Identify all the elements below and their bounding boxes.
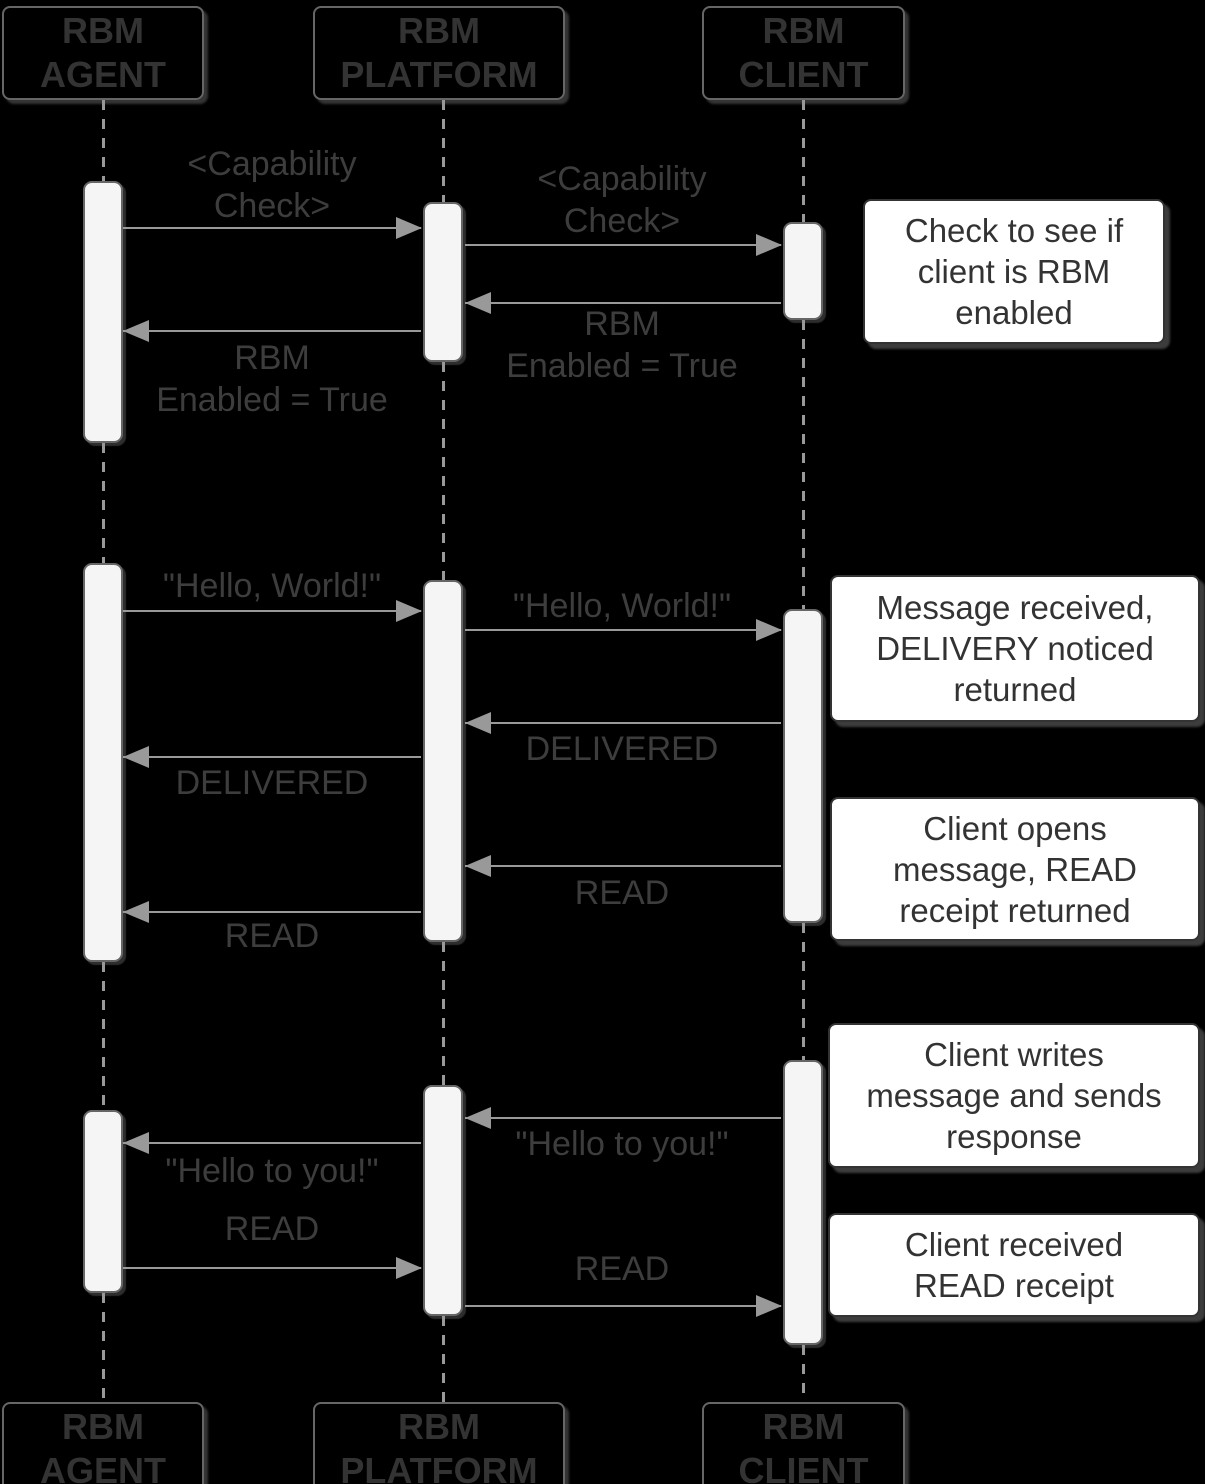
message-label-capability-check-client: <Capability Check> bbox=[537, 160, 707, 240]
arrowhead-hello-world-platform-to-client bbox=[756, 619, 782, 641]
arrow-line-delivered-client-to-platform bbox=[465, 722, 781, 724]
message-label-delivered-agent: DELIVERED bbox=[175, 764, 369, 802]
message-label-read-client-s2: READ bbox=[574, 874, 670, 912]
actor-box-rbm-platform-bottom: RBM PLATFORM bbox=[313, 1402, 565, 1484]
arrowhead-capability-check-agent-to-platform bbox=[396, 217, 422, 239]
actor-box-rbm-platform-top: RBM PLATFORM bbox=[313, 6, 565, 100]
message-label-rbm-enabled-agent: RBM Enabled = True bbox=[156, 339, 388, 419]
lifeline-platform bbox=[442, 1316, 445, 1402]
lifeline-agent bbox=[102, 962, 105, 1110]
activation-bar-client bbox=[783, 222, 823, 320]
message-label-rbm-enabled-client: RBM Enabled = True bbox=[506, 305, 738, 385]
lifeline-client bbox=[802, 100, 805, 222]
arrowhead-read-client-to-platform bbox=[465, 855, 491, 877]
message-label-capability-check-agent: <Capability Check> bbox=[187, 145, 357, 225]
lifeline-client bbox=[802, 320, 805, 609]
arrow-line-capability-check-platform-to-client bbox=[465, 244, 781, 246]
note-client-received-read: Client received READ receipt bbox=[828, 1213, 1200, 1317]
arrowhead-delivered-platform-to-agent bbox=[123, 746, 149, 768]
arrowhead-hello-to-you-platform-to-agent bbox=[123, 1132, 149, 1154]
activation-bar-platform bbox=[423, 1085, 463, 1316]
lifeline-agent bbox=[102, 1293, 105, 1402]
activation-bar-agent bbox=[83, 563, 123, 962]
arrow-line-hello-world-platform-to-client bbox=[465, 629, 781, 631]
message-label-read-agent-s2: READ bbox=[224, 917, 320, 955]
lifeline-platform bbox=[442, 100, 445, 202]
arrowhead-hello-world-agent-to-platform bbox=[396, 600, 422, 622]
note-read-receipt-returned: Client opens message, READ receipt retur… bbox=[830, 797, 1200, 941]
arrowhead-rbm-enabled-platform-to-agent bbox=[123, 320, 149, 342]
arrowhead-delivered-client-to-platform bbox=[465, 712, 491, 734]
arrowhead-read-platform-to-client bbox=[756, 1295, 782, 1317]
activation-bar-client bbox=[783, 609, 823, 923]
arrow-line-capability-check-agent-to-platform bbox=[123, 227, 421, 229]
arrow-line-delivered-platform-to-agent bbox=[123, 756, 421, 758]
arrowhead-capability-check-platform-to-client bbox=[756, 234, 782, 256]
arrow-line-read-client-to-platform bbox=[465, 865, 781, 867]
activation-bar-client bbox=[783, 1060, 823, 1345]
message-label-read-client-s3: READ bbox=[574, 1250, 670, 1288]
arrowhead-read-platform-to-agent bbox=[123, 901, 149, 923]
note-delivery: Message received, DELIVERY noticed retur… bbox=[830, 575, 1200, 722]
lifeline-agent bbox=[102, 100, 105, 181]
message-label-read-agent-s3: READ bbox=[224, 1210, 320, 1248]
arrowhead-hello-to-you-client-to-platform bbox=[465, 1107, 491, 1129]
activation-bar-platform bbox=[423, 202, 463, 362]
message-label-hello-world-client: "Hello, World!" bbox=[512, 587, 732, 625]
arrowhead-rbm-enabled-client-to-platform bbox=[465, 292, 491, 314]
note-capability-check: Check to see if client is RBM enabled bbox=[863, 199, 1165, 344]
message-label-hello-to-you-client: "Hello to you!" bbox=[515, 1125, 729, 1163]
arrow-line-rbm-enabled-client-to-platform bbox=[465, 302, 781, 304]
lifeline-client bbox=[802, 1345, 805, 1402]
message-label-delivered-client: DELIVERED bbox=[525, 730, 719, 768]
actor-box-rbm-client-top: RBM CLIENT bbox=[702, 6, 905, 100]
arrow-line-read-platform-to-client bbox=[465, 1305, 781, 1307]
activation-bar-agent bbox=[83, 1110, 123, 1293]
message-label-hello-to-you-agent: "Hello to you!" bbox=[165, 1152, 379, 1190]
arrow-line-read-platform-to-agent bbox=[123, 911, 421, 913]
lifeline-platform bbox=[442, 362, 445, 580]
activation-bar-platform bbox=[423, 580, 463, 942]
actor-box-rbm-agent-top: RBM AGENT bbox=[2, 6, 204, 100]
actor-box-rbm-client-bottom: RBM CLIENT bbox=[702, 1402, 905, 1484]
lifeline-agent bbox=[102, 443, 105, 563]
note-client-response: Client writes message and sends response bbox=[828, 1023, 1200, 1168]
lifeline-platform bbox=[442, 942, 445, 1085]
arrow-line-hello-to-you-platform-to-agent bbox=[123, 1142, 421, 1144]
actor-box-rbm-agent-bottom: RBM AGENT bbox=[2, 1402, 204, 1484]
arrow-line-read-agent-to-platform bbox=[123, 1267, 421, 1269]
arrowhead-read-agent-to-platform bbox=[396, 1257, 422, 1279]
arrow-line-hello-world-agent-to-platform bbox=[123, 610, 421, 612]
activation-bar-agent bbox=[83, 181, 123, 443]
message-label-hello-world-agent: "Hello, World!" bbox=[162, 567, 382, 605]
arrow-line-rbm-enabled-platform-to-agent bbox=[123, 330, 421, 332]
lifeline-client bbox=[802, 923, 805, 1060]
arrow-line-hello-to-you-client-to-platform bbox=[465, 1117, 781, 1119]
